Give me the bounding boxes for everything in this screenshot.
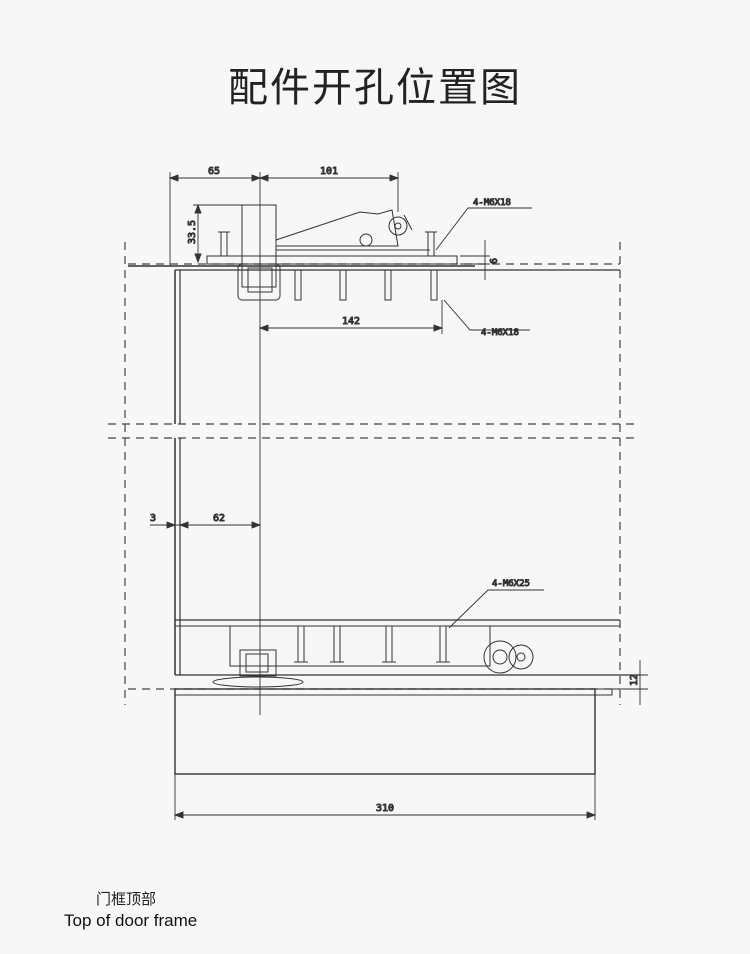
dim-6-label: 6 [489,258,500,264]
dim-310-label: 310 [376,803,394,814]
top-pivot-assembly [128,204,620,424]
dimension-lines [150,172,648,820]
dim-101-label: 101 [320,166,338,177]
bottom-screw-callout: 4-M6X25 [492,579,530,589]
dim-62-label: 62 [213,513,225,524]
caption-chinese: 门框顶部 [96,890,157,908]
bottom-closer-assembly [174,438,640,775]
caption-english: Top of door frame [64,911,198,930]
dim-33-5-label: 33.5 [187,220,198,244]
mid-screw-callout: 4-M6X18 [481,328,519,338]
dim-142-label: 142 [342,316,360,327]
page-title: 配件开孔位置图 [228,65,522,111]
top-screw-callout: 4-M6X18 [473,198,511,208]
dim-3-label: 3 [150,513,156,524]
dashed-outline [108,242,640,705]
dim-65-label: 65 [208,166,220,177]
dim-12-label: 12 [629,674,640,686]
